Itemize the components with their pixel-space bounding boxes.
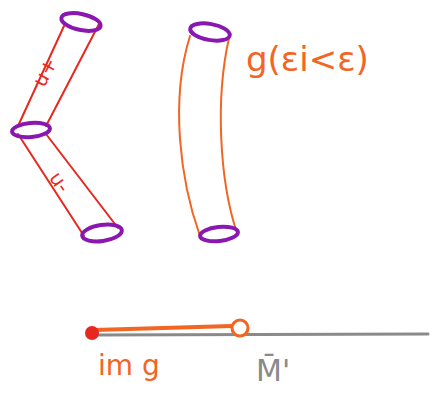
cylinder-edge	[179, 36, 200, 236]
boundary-circle	[189, 21, 231, 44]
cylinder-edge	[46, 134, 118, 228]
cylinder-edge	[18, 26, 64, 126]
boundary-circle	[81, 222, 123, 243]
boundary-circle	[60, 10, 102, 34]
image-segment	[94, 326, 232, 330]
curve-label: g(εi<ε)	[246, 42, 369, 76]
open-endpoint	[232, 320, 248, 336]
broken-point	[85, 326, 99, 340]
boundary-circle	[199, 225, 238, 243]
boundary-circle	[11, 121, 50, 138]
moduli-line	[92, 334, 428, 335]
curve-label: u+	[29, 54, 60, 89]
cylinder-edge	[221, 38, 236, 230]
curve-label: u-	[46, 168, 74, 196]
image-label: im g	[98, 352, 160, 380]
space-label: M̄'	[256, 356, 290, 386]
cylinder-edge	[18, 134, 84, 236]
